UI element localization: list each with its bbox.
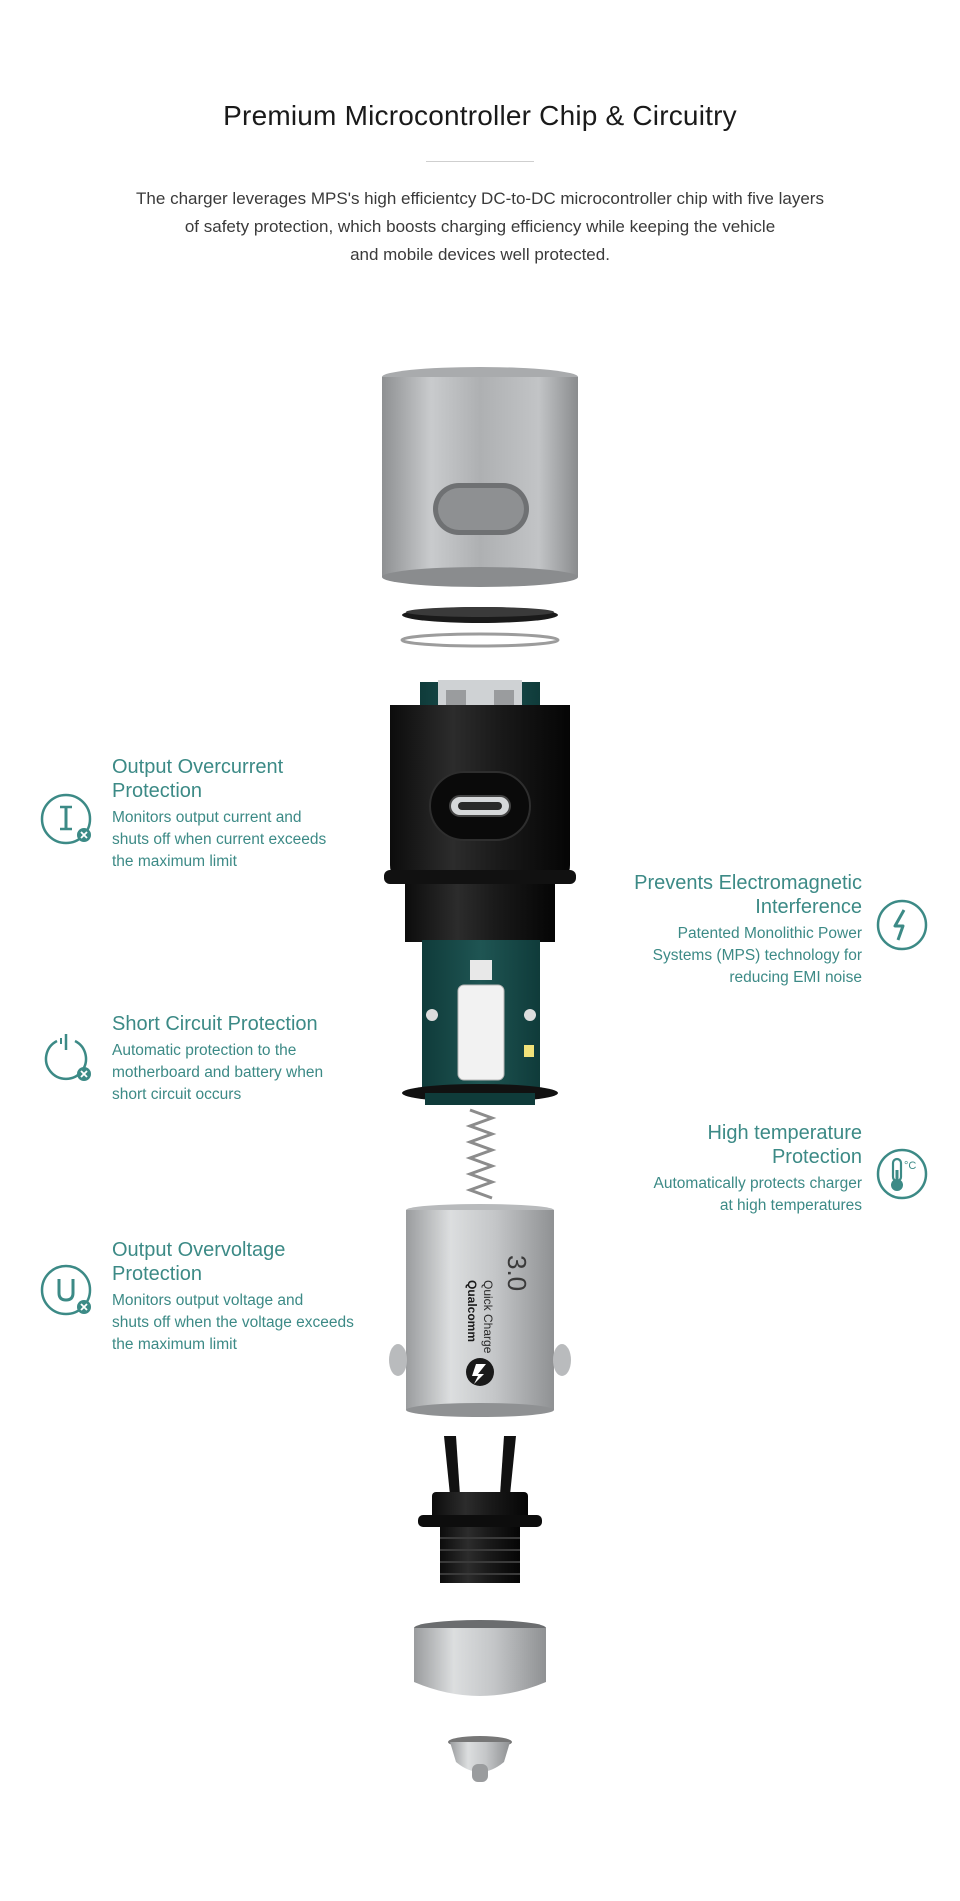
intro-text: The charger leverages MPS's high efficie…: [90, 185, 870, 269]
seal-rings: [400, 607, 560, 648]
feature-desc: Automatic protection to the motherboard …: [112, 1040, 382, 1106]
title-divider: [426, 161, 534, 162]
feature-title-line: Short Circuit Protection: [112, 1013, 318, 1035]
intro-line: of safety protection, which boosts charg…: [184, 217, 776, 236]
feature-title: Output Overvoltage Protection: [112, 1238, 392, 1286]
feature-desc: Monitors output current and shuts off wh…: [112, 807, 382, 873]
lightning-icon: [876, 899, 928, 951]
feature-title-line: Protection: [112, 1263, 203, 1285]
product-brand: Qualcomm: [465, 1280, 479, 1342]
feature-desc-line: Monitors output current and: [112, 809, 302, 826]
feature-title: Short Circuit Protection: [112, 1012, 382, 1036]
feature-desc-line: short circuit occurs: [112, 1086, 242, 1103]
top-cap: [382, 367, 578, 587]
feature-desc-line: the maximum limit: [112, 1336, 237, 1353]
feature-desc-line: shuts off when current exceeds: [112, 831, 327, 848]
feature-title-line: Interference: [755, 896, 862, 918]
feature-desc-line: Automatic protection to the: [112, 1042, 297, 1059]
feature-desc-line: Patented Monolithic Power: [677, 925, 862, 942]
feature-desc-line: reducing EMI noise: [729, 969, 862, 986]
feature-desc-line: Automatically protects charger: [653, 1175, 862, 1192]
voltage-u-icon: [40, 1264, 92, 1316]
feature-title: Output Overcurrent Protection: [112, 755, 382, 803]
usb-pcb-top: [420, 680, 540, 766]
feature-title: Prevents Electromagnetic Interference: [580, 871, 862, 919]
feature-title-line: Output Overcurrent: [112, 756, 284, 778]
black-housing: [384, 705, 576, 942]
feature-desc: Automatically protects charger at high t…: [580, 1173, 862, 1217]
feature-desc-line: shuts off when the voltage exceeds: [112, 1314, 354, 1331]
celsius-label: °C: [904, 1160, 916, 1172]
feature-title-line: Output Overvoltage: [112, 1239, 286, 1261]
main-pcb: [402, 940, 558, 1105]
feature-title-line: Protection: [771, 1146, 862, 1168]
feature-temperature: High temperature Protection Automaticall…: [580, 1121, 862, 1217]
feature-title-line: High temperature: [707, 1122, 862, 1144]
feature-desc-line: at high temperatures: [719, 1197, 862, 1214]
feature-desc-line: Monitors output voltage and: [112, 1292, 304, 1309]
feature-desc-line: motherboard and battery when: [112, 1064, 324, 1081]
feature-overvoltage: Output Overvoltage Protection Monitors o…: [112, 1238, 392, 1356]
feature-desc: Monitors output voltage and shuts off wh…: [112, 1290, 392, 1356]
spring: [465, 1108, 497, 1200]
feature-desc: Patented Monolithic Power Systems (MPS) …: [580, 923, 862, 989]
product-model: Quick Charge: [481, 1280, 495, 1354]
feature-desc-line: the maximum limit: [112, 853, 237, 870]
feature-title-line: Protection: [112, 780, 203, 802]
feature-emi: Prevents Electromagnetic Interference Pa…: [580, 871, 862, 989]
feature-overcurrent: Output Overcurrent Protection Monitors o…: [112, 755, 382, 873]
intro-line: The charger leverages MPS's high efficie…: [136, 189, 824, 208]
bottom-cap: [414, 1620, 546, 1696]
power-icon: [44, 1034, 91, 1081]
current-i-icon: [40, 793, 92, 845]
feature-desc-line: Systems (MPS) technology for: [652, 947, 862, 964]
feature-title: High temperature Protection: [580, 1121, 862, 1169]
feature-title-line: Prevents Electromagnetic: [634, 872, 862, 894]
black-plug: [418, 1436, 542, 1583]
feature-short-circuit: Short Circuit Protection Automatic prote…: [112, 1012, 382, 1106]
product-version: 3.0: [502, 1255, 532, 1291]
lower-body: 3.0 Qualcomm Quick Charge: [389, 1204, 571, 1417]
intro-line: and mobile devices well protected.: [350, 245, 610, 264]
page-title: Premium Microcontroller Chip & Circuitry: [223, 100, 737, 131]
thermometer-icon: °C: [876, 1148, 928, 1200]
contact-tip: [448, 1736, 512, 1782]
